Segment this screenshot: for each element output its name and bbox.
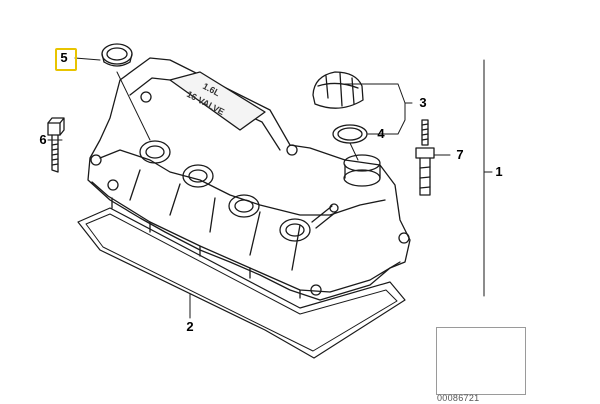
part-label-5[interactable]: 5 bbox=[60, 50, 68, 65]
part-label-7[interactable]: 7 bbox=[456, 147, 464, 162]
valve-cover[interactable] bbox=[87, 57, 411, 301]
part-label-2[interactable]: 2 bbox=[186, 319, 194, 334]
part-label-6[interactable]: 6 bbox=[39, 132, 47, 147]
ring-seal[interactable] bbox=[101, 43, 133, 67]
part-label-1[interactable]: 1 bbox=[495, 164, 503, 179]
leader-lines bbox=[47, 57, 493, 319]
diagram-ref-number: 00086721 bbox=[437, 393, 480, 403]
cover-gasket[interactable] bbox=[77, 207, 406, 359]
car-thumbnail-frame[interactable] bbox=[436, 327, 526, 395]
o-ring[interactable] bbox=[332, 124, 368, 144]
part-5-highlight bbox=[55, 48, 77, 71]
oil-filler-cap[interactable] bbox=[312, 71, 364, 109]
bolt[interactable] bbox=[47, 117, 65, 173]
part-label-3[interactable]: 3 bbox=[419, 95, 427, 110]
stud[interactable] bbox=[415, 119, 435, 196]
part-label-4[interactable]: 4 bbox=[377, 126, 385, 141]
